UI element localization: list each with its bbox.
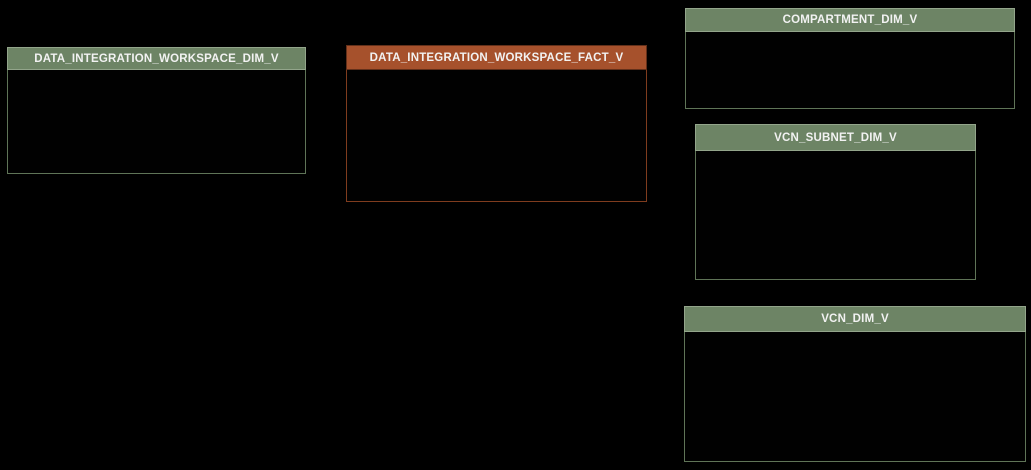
table-body [7,70,306,174]
table-body [695,151,976,280]
table-header: DATA_INTEGRATION_WORKSPACE_FACT_V [346,45,647,70]
table-body [346,70,647,202]
table-node-vcn-dim-v[interactable]: VCN_DIM_V [684,306,1026,462]
table-header: DATA_INTEGRATION_WORKSPACE_DIM_V [7,47,306,70]
table-body [684,332,1026,462]
table-header: VCN_DIM_V [684,306,1026,332]
table-body [685,32,1015,109]
table-header: VCN_SUBNET_DIM_V [695,124,976,151]
table-header: COMPARTMENT_DIM_V [685,8,1015,32]
table-node-data-integration-workspace-dim-v[interactable]: DATA_INTEGRATION_WORKSPACE_DIM_V [7,47,306,174]
table-node-data-integration-workspace-fact-v[interactable]: DATA_INTEGRATION_WORKSPACE_FACT_V [346,45,647,202]
table-node-compartment-dim-v[interactable]: COMPARTMENT_DIM_V [685,8,1015,109]
table-node-vcn-subnet-dim-v[interactable]: VCN_SUBNET_DIM_V [695,124,976,280]
